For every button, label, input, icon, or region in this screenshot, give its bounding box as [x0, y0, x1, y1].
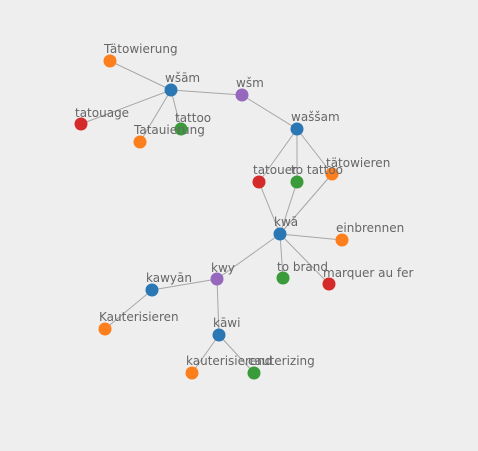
node-kawyan[interactable]	[145, 283, 159, 297]
edge-wsam1-tatouage	[80, 89, 172, 125]
node-kawi[interactable]	[212, 328, 226, 342]
edge-wsm-wassam	[241, 94, 298, 130]
node-label-kawi: kāwi	[213, 316, 240, 330]
node-layer	[74, 54, 349, 380]
node-to_brand[interactable]	[276, 271, 290, 285]
node-marquer[interactable]	[322, 277, 336, 291]
node-kauterisieren[interactable]	[98, 322, 112, 336]
edge-wsam1-wsm	[170, 89, 243, 96]
edge-kwa-tatowieren	[279, 173, 333, 235]
node-label-tatowierung: Tätowierung	[103, 42, 178, 56]
edge-wassam-tatowieren	[296, 128, 333, 175]
label-layer: Tätowierung wšām wšm tatouage tattooTatauier…	[75, 42, 414, 368]
edge-wsam1-tatowierung	[109, 60, 172, 91]
node-label-to_tattoo: to tattoo	[291, 163, 343, 177]
node-label-tatouer: tatouer	[253, 163, 297, 177]
node-tatouer[interactable]	[252, 175, 266, 189]
node-label-kwa: kwā	[274, 215, 298, 229]
edge-kwy-kawi	[216, 278, 220, 336]
node-wsm[interactable]	[235, 88, 249, 102]
node-label-kauterisieren: Kauterisieren	[99, 310, 179, 324]
node-label-kawyan: kawyān	[146, 271, 192, 285]
edge-kawi-kauterisierend	[191, 334, 220, 374]
node-label-tatouage: tatouage	[75, 106, 129, 120]
edge-wsam1-tatauierung	[139, 89, 172, 143]
edge-layer	[80, 60, 343, 374]
node-label-wassam: waššam	[291, 110, 340, 124]
edge-kwa-kwy	[216, 233, 281, 280]
node-kwa[interactable]	[273, 227, 287, 241]
node-label-tattoo1: tattoo	[175, 111, 211, 125]
edge-wassam-tatouer	[258, 128, 298, 183]
node-kauterisierend[interactable]	[185, 366, 199, 380]
node-tatouage[interactable]	[74, 117, 88, 131]
edge-kwa-to_tattoo	[279, 181, 298, 235]
node-tatowierung[interactable]	[103, 54, 117, 68]
node-wassam[interactable]	[290, 122, 304, 136]
node-label-to_brand: to brand	[277, 260, 328, 274]
node-tatowieren[interactable]	[325, 167, 339, 181]
node-label-wsm: wšm	[236, 76, 264, 90]
node-label-kwy: kwy	[211, 261, 235, 275]
node-label-marquer: marquer au fer	[323, 266, 414, 280]
node-kwy[interactable]	[210, 272, 224, 286]
edge-kawyan-kauterisieren	[104, 289, 153, 330]
edge-kawi-cauterizing	[218, 334, 255, 374]
node-to_tattoo[interactable]	[290, 175, 304, 189]
edge-kwa-to_brand	[279, 233, 284, 279]
edge-kwa-marquer	[279, 233, 330, 285]
edge-kwa-einbrennen	[279, 233, 343, 241]
edge-wsam1-tattoo1	[170, 89, 182, 130]
edge-kwy-kawyan	[151, 278, 218, 291]
node-cauterizing[interactable]	[247, 366, 261, 380]
node-einbrennen[interactable]	[335, 233, 349, 247]
edge-kwa-tatouer	[258, 181, 281, 235]
node-label-tatauierung: Tatauierung	[133, 123, 205, 137]
node-tattoo1[interactable]	[174, 122, 188, 136]
node-label-einbrennen: einbrennen	[336, 221, 404, 235]
node-wsam1[interactable]	[164, 83, 178, 97]
node-label-cauterizing: cauterizing	[248, 354, 315, 368]
node-tatauierung[interactable]	[133, 135, 147, 149]
node-label-kauterisierend: kauterisierend	[186, 354, 272, 368]
node-label-tatowieren: tätowieren	[326, 156, 390, 170]
node-label-wsam1: wšām	[165, 71, 200, 85]
